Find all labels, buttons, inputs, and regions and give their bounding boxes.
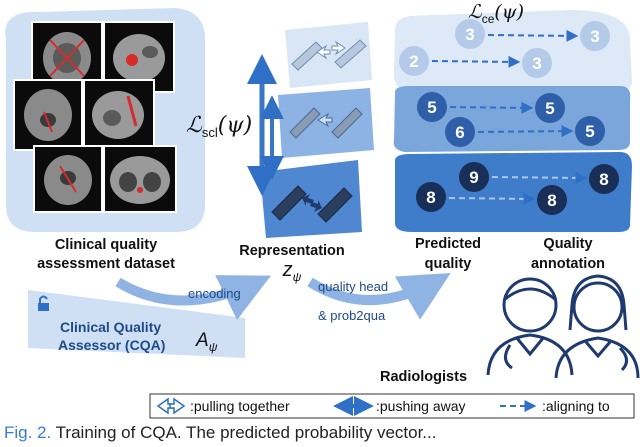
cqa-symbol: Aψ (195, 330, 218, 354)
predicted-label-1: Predicted (415, 236, 481, 252)
pred-circle (399, 46, 429, 76)
svg-text:8: 8 (599, 170, 608, 189)
score-pair-mid-2: 6 5 (445, 116, 605, 147)
svg-text:8: 8 (547, 191, 556, 210)
cqa-label-1: Clinical Quality (60, 319, 161, 335)
legend-push-label: :pushing away (376, 398, 466, 414)
predicted-label-2: quality (425, 256, 472, 272)
loss-scl: ℒscl(ψ) (186, 113, 252, 140)
rep-bars-middle (289, 107, 363, 139)
prob2qua-label: & prob2qua (318, 308, 386, 323)
anno-circle (535, 93, 565, 123)
cqa-training-figure: Clinical quality assessment dataset ℒscl… (5, 1, 640, 419)
svg-text:5: 5 (427, 98, 436, 117)
svg-text:3: 3 (532, 54, 541, 73)
legend-pull-label: :pulling together (190, 398, 290, 414)
radiologist-icon-male (486, 277, 574, 376)
anno-circle (580, 21, 610, 51)
caption-label: Fig. 2. (4, 423, 52, 442)
score-pair-top-2: 2 3 (399, 46, 552, 78)
svg-text:3: 3 (590, 27, 599, 46)
svg-text:8: 8 (426, 188, 435, 207)
rep-bars-bottom (271, 185, 353, 223)
anno-circle (575, 116, 605, 146)
anno-circle (589, 164, 619, 194)
annotation-label-1: Quality (543, 236, 592, 252)
pred-circle (455, 19, 485, 49)
loss-ce: ℒce(ψ) (468, 1, 524, 26)
radiologists-label: Radiologists (380, 369, 467, 385)
encoding-arrow (115, 275, 271, 320)
caption-text: Training of CQA. The predicted probabili… (55, 423, 437, 442)
svg-text:3: 3 (465, 25, 474, 44)
anno-circle (522, 48, 552, 78)
svg-text:5: 5 (545, 99, 554, 118)
pred-circle (417, 92, 447, 122)
pred-circle (445, 117, 475, 147)
rep-bars-top (291, 39, 367, 71)
encoding-label: encoding (188, 286, 241, 301)
representation-panel (247, 22, 374, 238)
representation-label: Representation (239, 243, 345, 259)
radiologist-icon-female (554, 274, 640, 379)
ct-slices (13, 21, 177, 213)
z-psi: zψ (282, 259, 302, 284)
figure-caption: Fig. 2. Training of CQA. The predicted p… (4, 423, 436, 443)
legend-pull-icon (156, 397, 186, 415)
score-pair-mid-1: 5 5 (417, 92, 565, 123)
legend-align-label: :aligning to (542, 398, 610, 414)
quality-head-label: quality head (318, 279, 388, 294)
pred-circle (416, 182, 446, 212)
svg-text:6: 6 (455, 123, 464, 142)
annotation-label-2: annotation (531, 256, 605, 272)
dataset-label-1: Clinical quality (55, 237, 157, 253)
svg-text:2: 2 (409, 52, 418, 71)
cqa-label-2: Assessor (CQA) (58, 337, 165, 353)
quality-head-arrow (307, 272, 451, 320)
cqa-box (28, 290, 245, 358)
pred-circle (459, 162, 489, 192)
svg-text:9: 9 (469, 168, 478, 187)
legend-box (149, 393, 635, 419)
svg-text:5: 5 (585, 122, 594, 141)
score-pair-top-1: 3 3 (455, 19, 610, 51)
score-pair-bot-1: 9 8 (459, 162, 619, 194)
dataset-label-2: assessment dataset (37, 256, 175, 272)
anno-circle (537, 185, 567, 215)
score-pair-bot-2: 8 8 (416, 182, 567, 215)
lock-icon (38, 295, 49, 311)
